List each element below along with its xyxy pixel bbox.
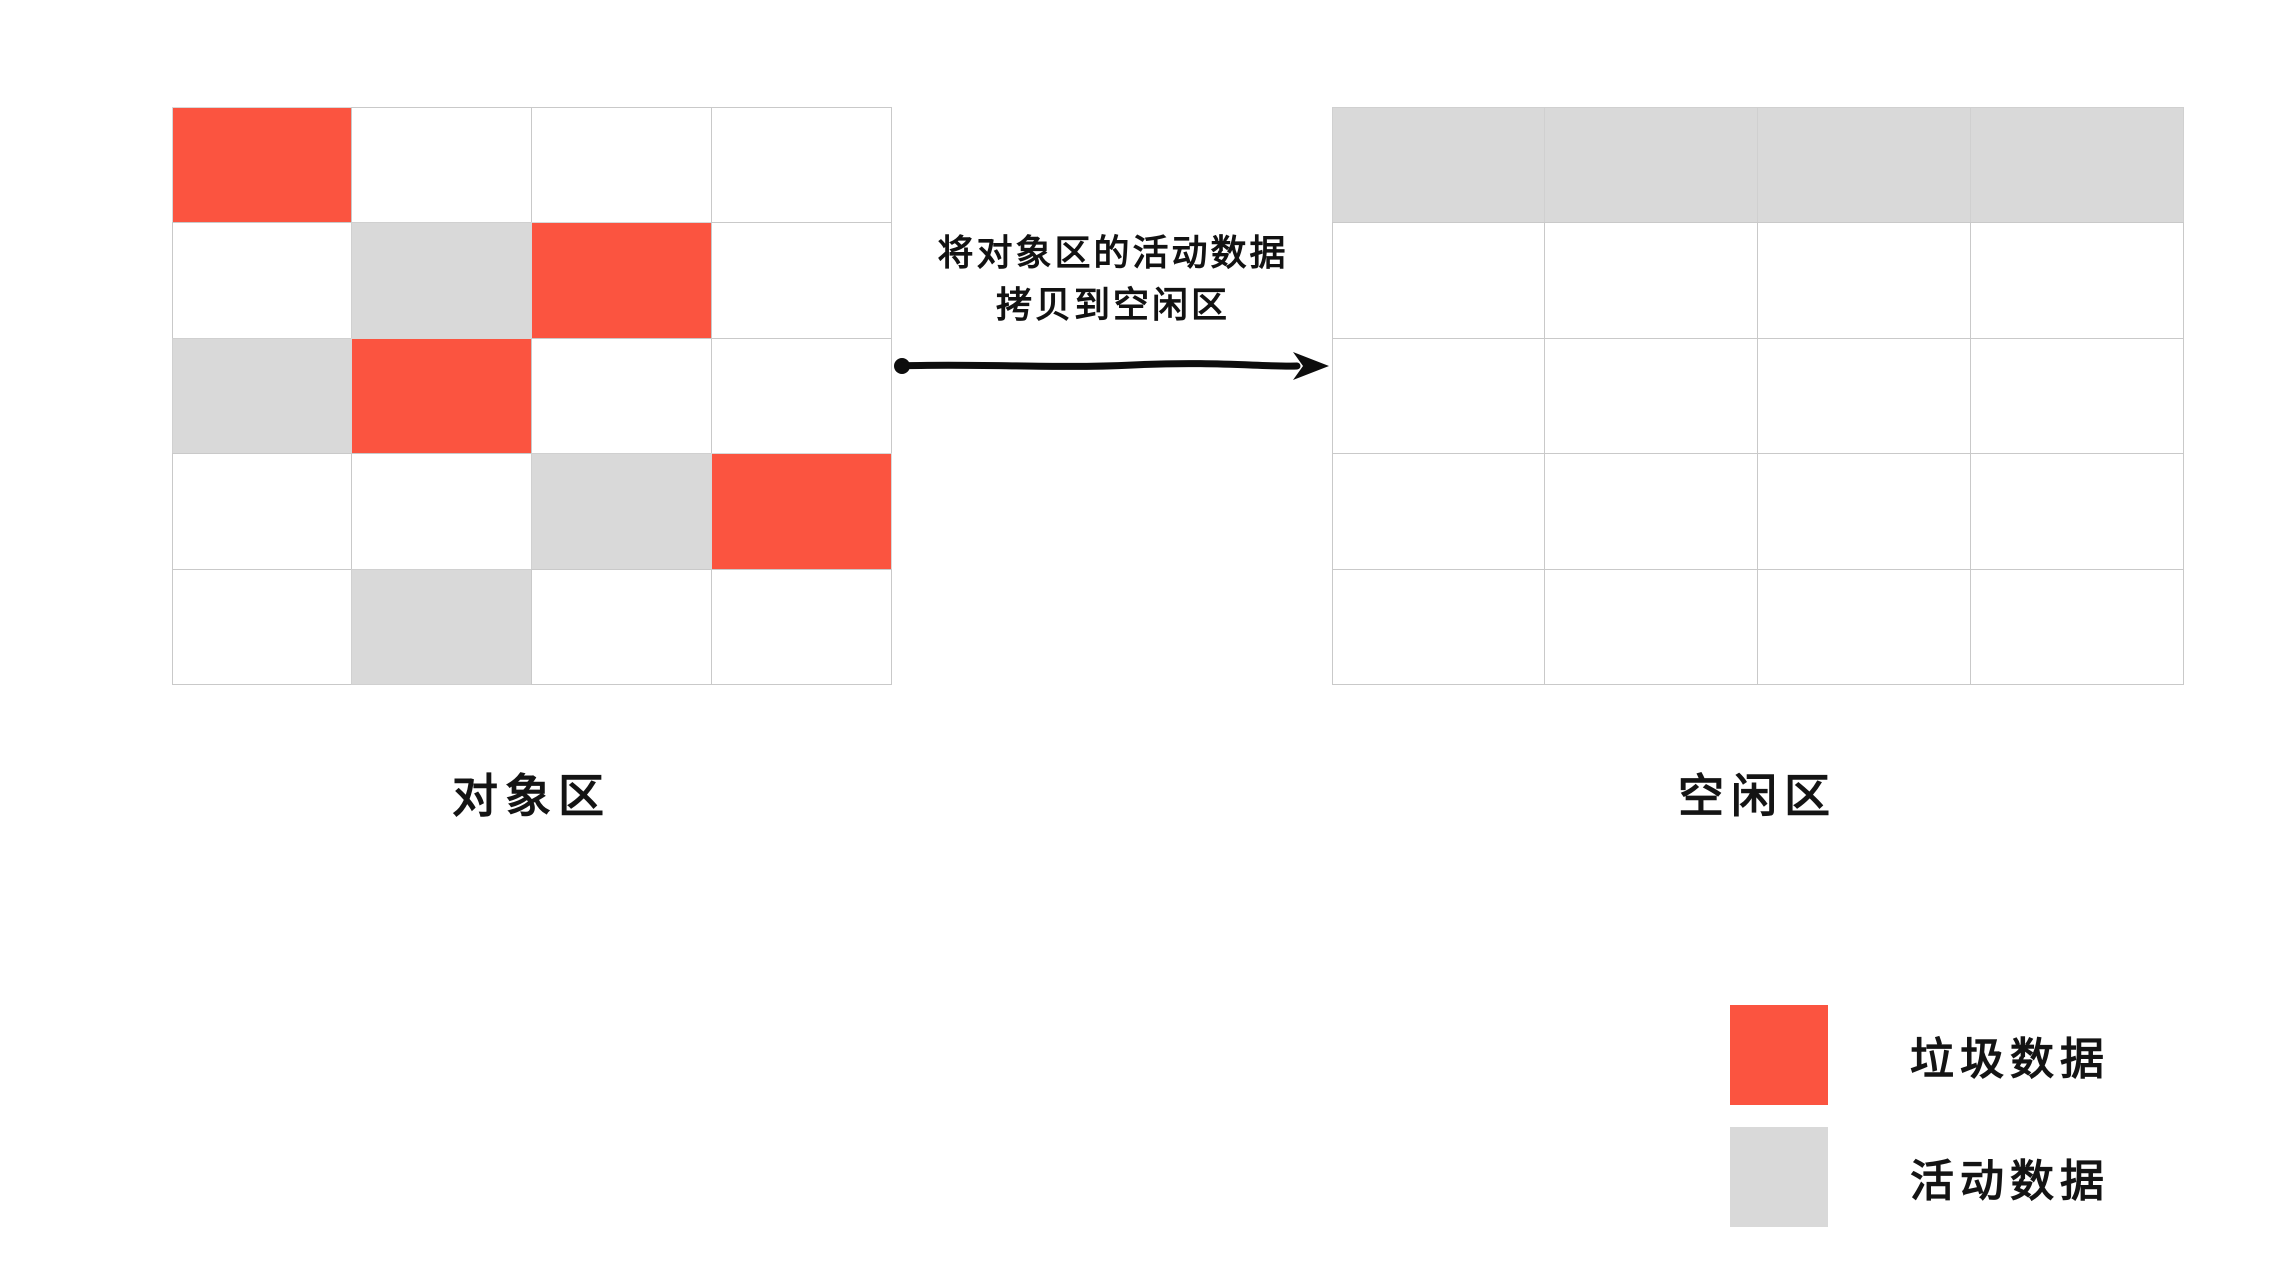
- legend-label-garbage: 垃圾数据: [1910, 1034, 2110, 1085]
- grid-cell-empty-r5c1: [1331, 568, 1546, 686]
- grid-cell-empty-r1c4: [710, 106, 892, 224]
- grid-cell-garbage-r3c2: [351, 337, 532, 455]
- grid-cell-empty-r3c3: [1757, 337, 1971, 455]
- legend-swatch-garbage: [1730, 1005, 1828, 1105]
- grid-cell-empty-r5c3: [1757, 568, 1971, 686]
- grid-cell-active-r1c1: [1331, 106, 1546, 224]
- grid-cell-empty-r4c1: [1331, 453, 1546, 570]
- legend-item-garbage: 垃圾数据: [1730, 1005, 2110, 1105]
- free-area-grid: [1331, 106, 2184, 686]
- grid-cell-active-r4c3: [531, 453, 712, 570]
- legend: 垃圾数据活动数据: [1730, 1005, 2110, 1227]
- object-area-grid: [171, 106, 892, 686]
- grid-cell-garbage-r1c1: [171, 106, 353, 224]
- grid-cell-garbage-r2c3: [531, 222, 712, 339]
- grid-cell-empty-r2c4: [1969, 222, 2184, 339]
- grid-cell-active-r1c3: [1757, 106, 1971, 224]
- grid-cell-garbage-r4c4: [710, 453, 892, 570]
- arrow-label-line-1: 将对象区的活动数据: [937, 233, 1289, 274]
- grid-cell-empty-r4c4: [1969, 453, 2184, 570]
- grid-cell-empty-r2c4: [710, 222, 892, 339]
- legend-item-active: 活动数据: [1730, 1127, 2110, 1227]
- arrow-label-line-2: 拷贝到空闲区: [995, 285, 1230, 327]
- grid-cell-empty-r3c2: [1544, 337, 1758, 455]
- grid-cell-empty-r4c1: [171, 453, 353, 570]
- grid-cell-empty-r1c2: [351, 106, 532, 224]
- grid-cell-empty-r4c3: [1757, 453, 1971, 570]
- right-arrow-icon: [894, 352, 1329, 381]
- grid-cell-active-r5c2: [351, 568, 532, 686]
- grid-cell-empty-r4c2: [351, 453, 532, 570]
- grid-cell-empty-r4c2: [1544, 453, 1758, 570]
- grid-cell-empty-r3c1: [1331, 337, 1546, 455]
- grid-cell-active-r1c4: [1969, 106, 2184, 224]
- grid-cell-empty-r3c4: [710, 337, 892, 455]
- free-area-caption: 空闲区: [1678, 769, 1837, 823]
- grid-cell-empty-r3c4: [1969, 337, 2184, 455]
- grid-cell-empty-r2c2: [1544, 222, 1758, 339]
- grid-cell-empty-r1c3: [531, 106, 712, 224]
- grid-cell-empty-r5c1: [171, 568, 353, 686]
- grid-cell-empty-r5c4: [1969, 568, 2184, 686]
- legend-swatch-active: [1730, 1127, 1828, 1227]
- grid-cell-empty-r5c2: [1544, 568, 1758, 686]
- grid-cell-empty-r5c4: [710, 568, 892, 686]
- grid-cell-empty-r2c1: [171, 222, 353, 339]
- grid-cell-empty-r3c3: [531, 337, 712, 455]
- object-area-caption: 对象区: [452, 769, 611, 823]
- transfer-arrow-group: 将对象区的活动数据 拷贝到空闲区: [893, 228, 1333, 386]
- grid-cell-empty-r2c1: [1331, 222, 1546, 339]
- grid-cell-empty-r2c3: [1757, 222, 1971, 339]
- legend-label-active: 活动数据: [1910, 1156, 2110, 1207]
- grid-cell-active-r2c2: [351, 222, 532, 339]
- grid-cell-empty-r5c3: [531, 568, 712, 686]
- grid-cell-active-r1c2: [1544, 106, 1758, 224]
- grid-cell-active-r3c1: [171, 337, 353, 455]
